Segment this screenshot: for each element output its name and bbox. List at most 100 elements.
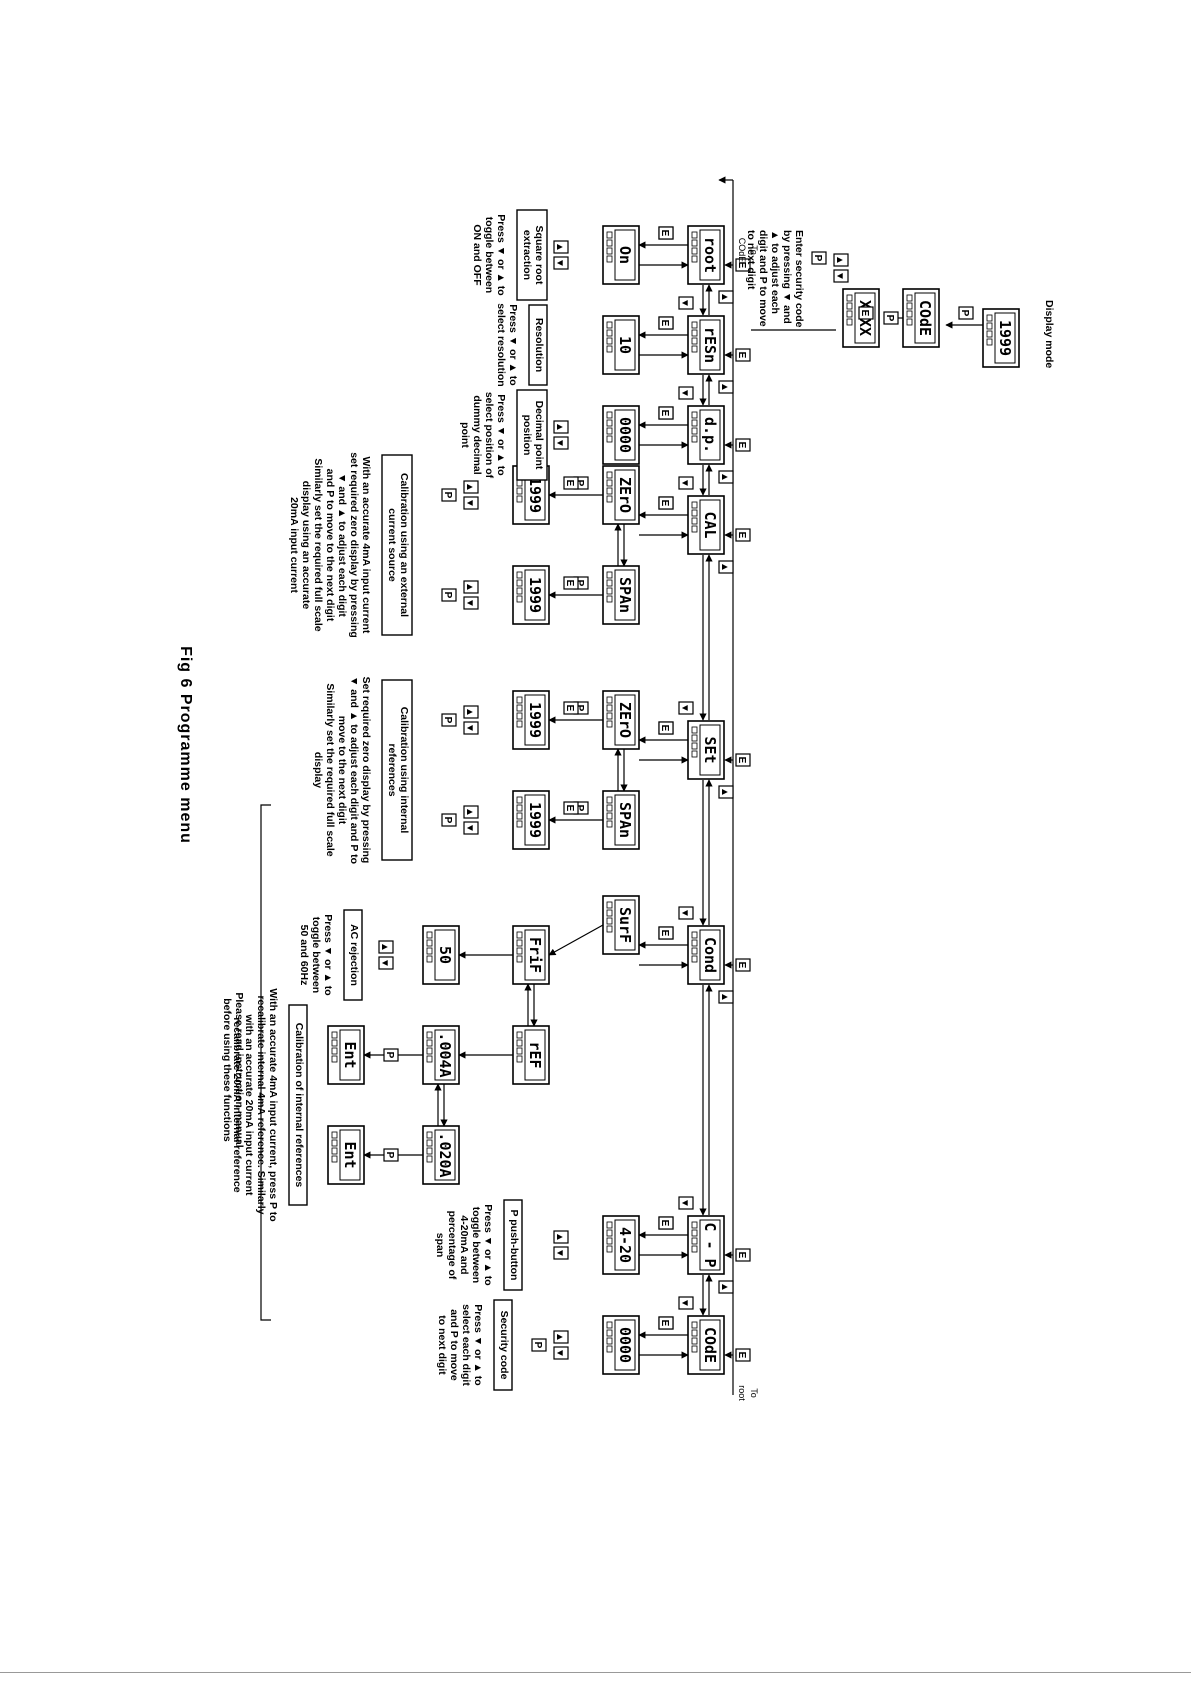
- display-window: [524, 569, 546, 621]
- key-label: ▲: [834, 255, 845, 265]
- key-frame: [553, 240, 569, 254]
- p-key: P: [441, 588, 457, 602]
- display-text: 1999: [526, 577, 544, 613]
- down-key: ▼: [678, 1296, 694, 1310]
- front-panel-button-icon: [906, 294, 913, 302]
- note-line: Press ▼ or ▲ to: [495, 214, 507, 295]
- front-panel-button-icon: [426, 1055, 433, 1063]
- key-label: E: [659, 1320, 670, 1327]
- p-key: P: [383, 1048, 399, 1062]
- key-buttons: PEP▲▼PE▲▼PEE▲▼PEE▲▼PEE▲▼PEE▲▼PEE▲▼PEE▲▼P…: [378, 226, 974, 1362]
- note-title-box: [516, 209, 548, 301]
- key-label: E: [564, 580, 575, 587]
- display-text: Cond: [701, 937, 719, 973]
- down-key: ▼: [553, 1346, 569, 1360]
- key-label: E: [736, 262, 747, 269]
- note-line: toggle between: [483, 217, 495, 293]
- e-key: E: [735, 958, 751, 972]
- note-line: set required zero display by pressing: [348, 452, 360, 638]
- front-panel-button-icon: [516, 696, 523, 704]
- front-panel-button-icon: [986, 314, 993, 322]
- e-key: E: [735, 348, 751, 362]
- display-text: rEF: [526, 1041, 544, 1068]
- note-line: 4-20mA and: [458, 1215, 470, 1274]
- key-label: ▼: [679, 388, 690, 398]
- front-panel-button-icon: [516, 704, 523, 712]
- key-frame: [563, 476, 579, 490]
- up-key: ▲: [718, 380, 734, 394]
- key-label: E: [736, 352, 747, 359]
- display-window: [699, 724, 721, 776]
- note-line: digit and P to move: [757, 230, 769, 327]
- down-key: ▼: [678, 476, 694, 490]
- display-window: [524, 929, 546, 981]
- front-panel-button-icon: [426, 1139, 433, 1147]
- down-key: ▼: [678, 386, 694, 400]
- note-line: root: [737, 1385, 747, 1401]
- front-panel-button-icon: [606, 231, 613, 239]
- e-key: E: [658, 1216, 674, 1230]
- front-panel-button-icon: [516, 487, 523, 495]
- front-panel-button-icon: [691, 1321, 698, 1329]
- display-text: SPAn: [616, 802, 634, 838]
- key-frame: [718, 990, 734, 1004]
- p-key: P: [441, 813, 457, 827]
- key-frame: [553, 1330, 569, 1344]
- key-label: ▼: [679, 298, 690, 308]
- front-panel-button-icon: [691, 321, 698, 329]
- key-label: E: [659, 725, 670, 732]
- front-panel-button-icon: [426, 939, 433, 947]
- front-panel-button-icon: [606, 247, 613, 255]
- up-key: ▲: [463, 805, 479, 819]
- key-label: P: [532, 1342, 543, 1349]
- note-line: and P to move: [448, 1309, 460, 1381]
- key-label: ▲: [554, 242, 565, 252]
- key-label: ▲: [719, 992, 730, 1002]
- note-line: To: [749, 245, 759, 255]
- key-frame: [378, 956, 394, 970]
- front-panel-button-icon: [606, 909, 613, 917]
- note-line: Calibration of internal references: [293, 1023, 305, 1188]
- front-panel-button-icon: [691, 345, 698, 353]
- front-panel-button-icon: [846, 310, 853, 318]
- front-panel-button-icon: [606, 1245, 613, 1253]
- display-window: [614, 794, 636, 846]
- display-window: [699, 1319, 721, 1371]
- front-panel-button-icon: [426, 1047, 433, 1055]
- key-frame: [658, 406, 674, 420]
- display-text: .020A: [436, 1132, 454, 1177]
- front-panel-button-icon: [691, 947, 698, 955]
- key-frame: [563, 801, 579, 815]
- note-line: select position of: [483, 392, 495, 479]
- front-panel-button-icon: [606, 435, 613, 443]
- key-frame: [678, 1296, 694, 1310]
- note-line: move to the next digit: [336, 716, 348, 825]
- front-panel-button-icon: [516, 796, 523, 804]
- front-panel-button-icon: [691, 931, 698, 939]
- key-label: ▼: [679, 703, 690, 713]
- up-key: ▲: [718, 990, 734, 1004]
- p-key: P: [383, 1148, 399, 1162]
- key-frame: [553, 1346, 569, 1360]
- display-text: COdE: [916, 300, 934, 336]
- up-key: ▲: [463, 705, 479, 719]
- note-body: With an accurate 4mA input current, pres…: [231, 988, 279, 1221]
- key-label: ▲: [464, 482, 475, 492]
- front-panel-button-icon: [846, 294, 853, 302]
- key-frame: [463, 821, 479, 835]
- key-frame: [463, 596, 479, 610]
- front-panel-button-icon: [691, 337, 698, 345]
- front-panel-button-icon: [516, 931, 523, 939]
- display-text: CAL: [701, 511, 719, 538]
- menu-item-box: root: [687, 225, 725, 285]
- display-window: [614, 469, 636, 521]
- note-line: Please read instruction manual: [233, 992, 245, 1147]
- front-panel-button-icon: [331, 1055, 338, 1063]
- key-frame: [958, 306, 974, 320]
- menu-item-box: Cond: [687, 925, 725, 985]
- note-line: Calibration using an external: [398, 473, 410, 617]
- key-frame: [718, 1280, 734, 1294]
- key-frame: [441, 588, 457, 602]
